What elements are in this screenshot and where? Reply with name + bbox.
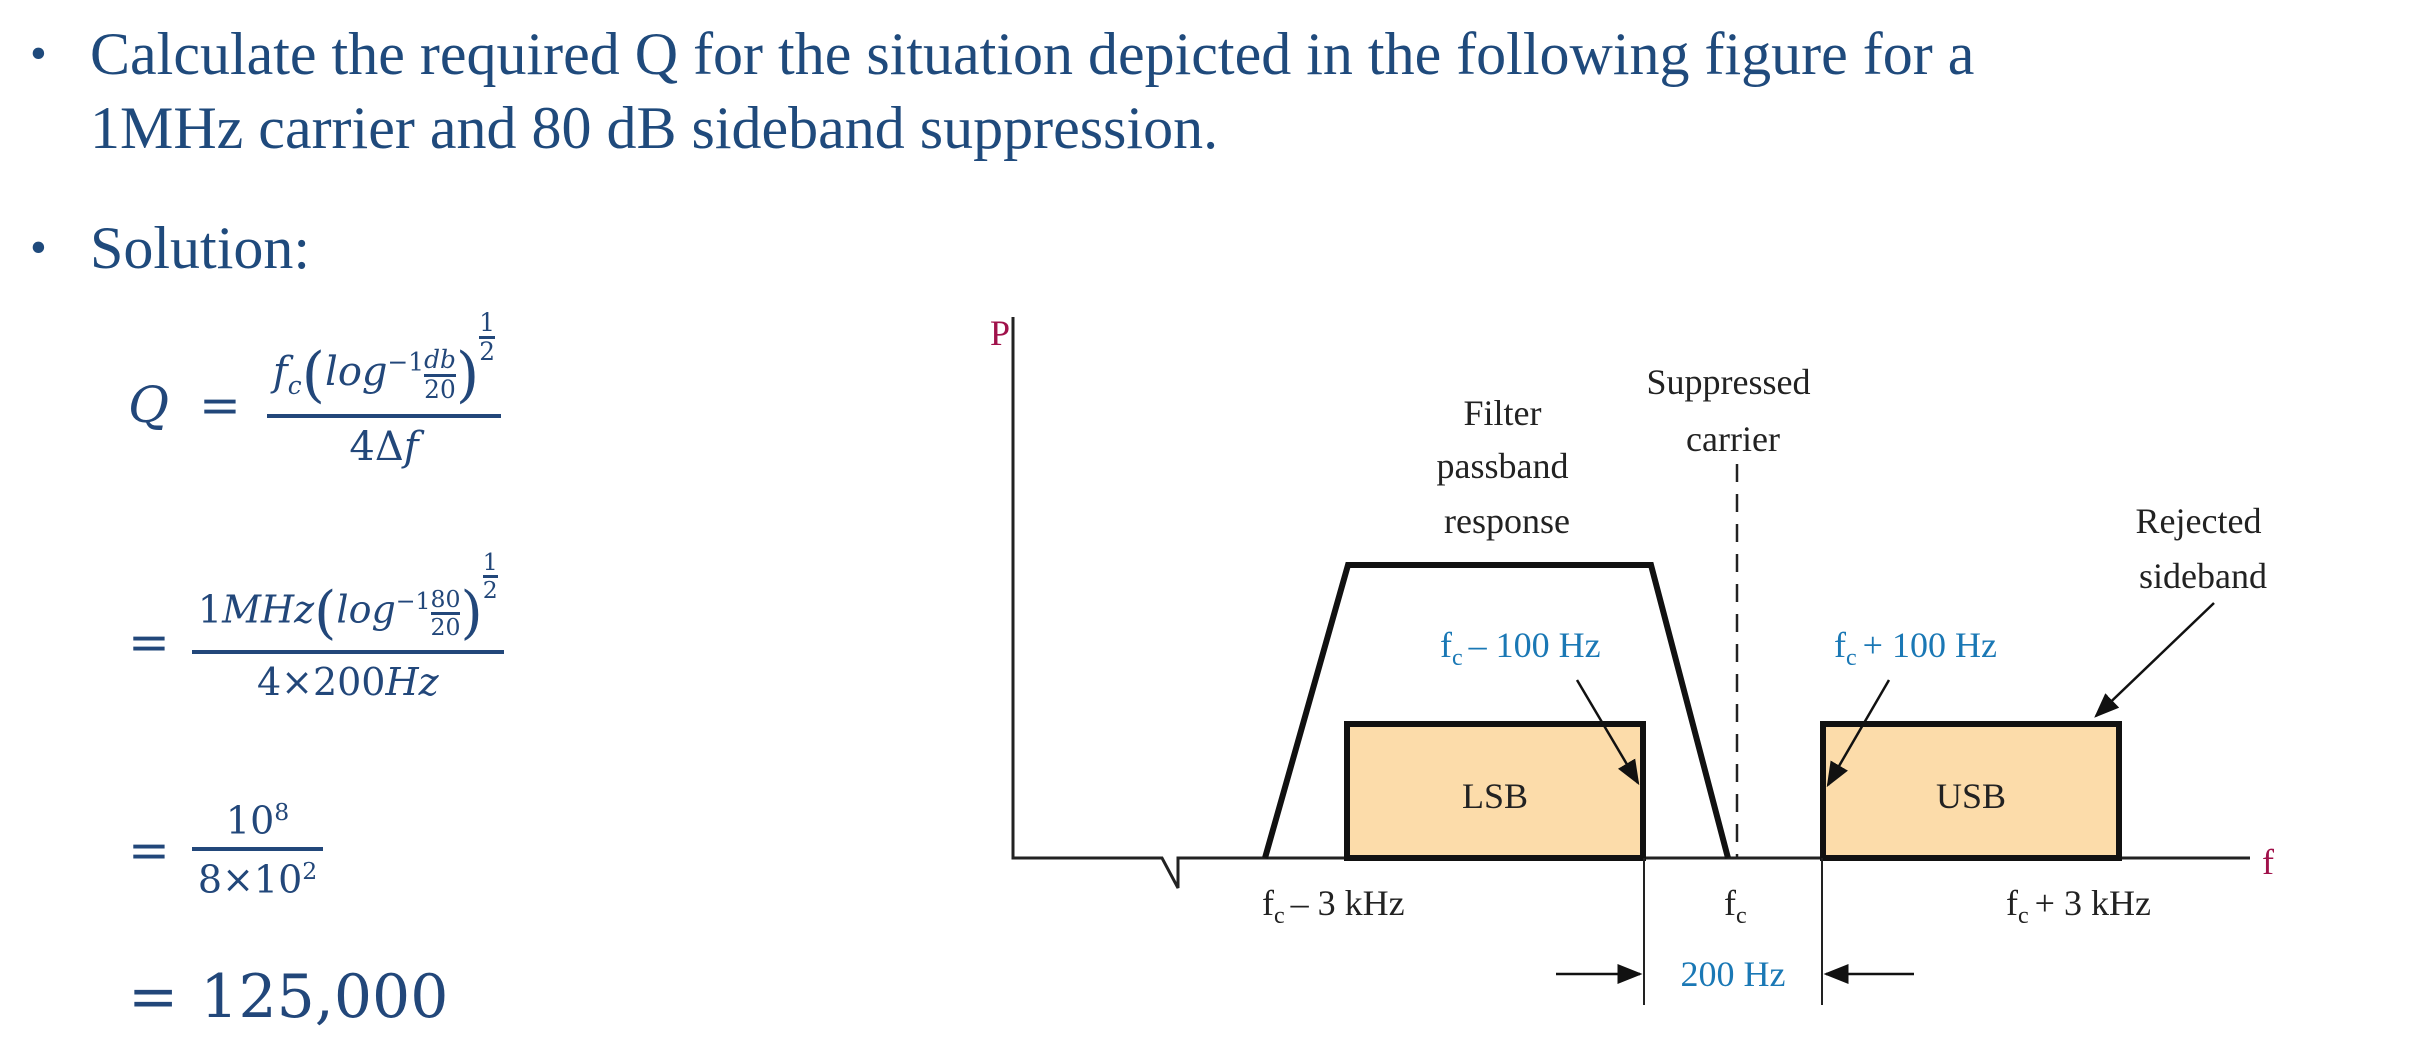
mhz-text: MHz (222, 587, 315, 632)
fc-minus-100-label: fc– 100 Hz (1440, 625, 1601, 671)
fc-label: fc (1724, 883, 1747, 929)
x-axis-label: f (2262, 842, 2274, 882)
exp-num: 1 (482, 548, 498, 576)
equals: = (128, 962, 179, 1032)
question-line-2: 1MHz carrier and 80 dB sideband suppress… (90, 95, 1219, 161)
log-text: log (336, 587, 396, 632)
den-base: 8×10 (197, 857, 303, 902)
num-1: 1 (197, 587, 223, 632)
inner-num: db (424, 345, 456, 375)
exp-den: 2 (482, 574, 498, 604)
carrier-label: Suppressed carrier (1647, 362, 1820, 459)
num-exp: 8 (274, 798, 290, 826)
filter-response-curve (1262, 562, 1731, 859)
formula-step-2: = 108 8×102 (128, 798, 324, 902)
log-sup: −1 (387, 347, 425, 377)
lsb-box (1344, 721, 1646, 861)
lsb-label: LSB (1462, 776, 1528, 816)
num-base: 10 (225, 798, 275, 843)
inner-num: 80 (430, 584, 461, 613)
formula-result: = 125,000 (128, 962, 448, 1032)
question-text: Calculate the required Q for the situati… (90, 24, 1974, 158)
pointer-arrow-usb-edge (1826, 679, 1891, 788)
den-hz: Hz (385, 660, 439, 704)
fc-plus-100-label: fc+ 100 Hz (1834, 625, 1997, 671)
bullet-icon: • (30, 27, 47, 80)
question-line-1: Calculate the required Q for the situati… (90, 21, 1975, 87)
den-exp: 2 (302, 856, 318, 885)
fc-symbol: f (272, 349, 288, 395)
inner-den: 20 (424, 373, 456, 404)
gap-label: 200 Hz (1681, 954, 1786, 994)
y-axis-label: P (990, 313, 1010, 353)
exp-den: 2 (479, 336, 496, 367)
rejected-sideband-label: Rejected sideband (2136, 501, 2271, 596)
exp-num: 1 (479, 308, 496, 337)
log-text: log (325, 349, 388, 395)
equals: = (128, 820, 170, 879)
q-symbol: Q (128, 376, 169, 434)
pointer-arrow-rejected (2094, 602, 2215, 718)
den-text: 4Δ (349, 424, 404, 470)
den-f: f (403, 424, 419, 470)
pointer-arrow-lsb-edge (1575, 679, 1640, 786)
usb-label: USB (1936, 776, 2006, 816)
fc-plus-3k-label: fc+ 3 kHz (2006, 883, 2151, 929)
equals: = (128, 613, 170, 671)
fc-minus-3k-label: fc– 3 kHz (1262, 883, 1405, 929)
solution-heading: Solution: (90, 215, 311, 281)
inner-den: 20 (430, 611, 461, 641)
log-sup: −1 (395, 586, 431, 615)
result-value: 125,000 (200, 962, 449, 1032)
filter-label: Filter passband response (1437, 393, 1578, 541)
bullet-icon: • (30, 221, 47, 274)
den-text: 4×200 (256, 660, 386, 704)
fc-sub: c (287, 371, 302, 400)
equals: = (199, 376, 241, 434)
usb-box (1820, 721, 2122, 861)
